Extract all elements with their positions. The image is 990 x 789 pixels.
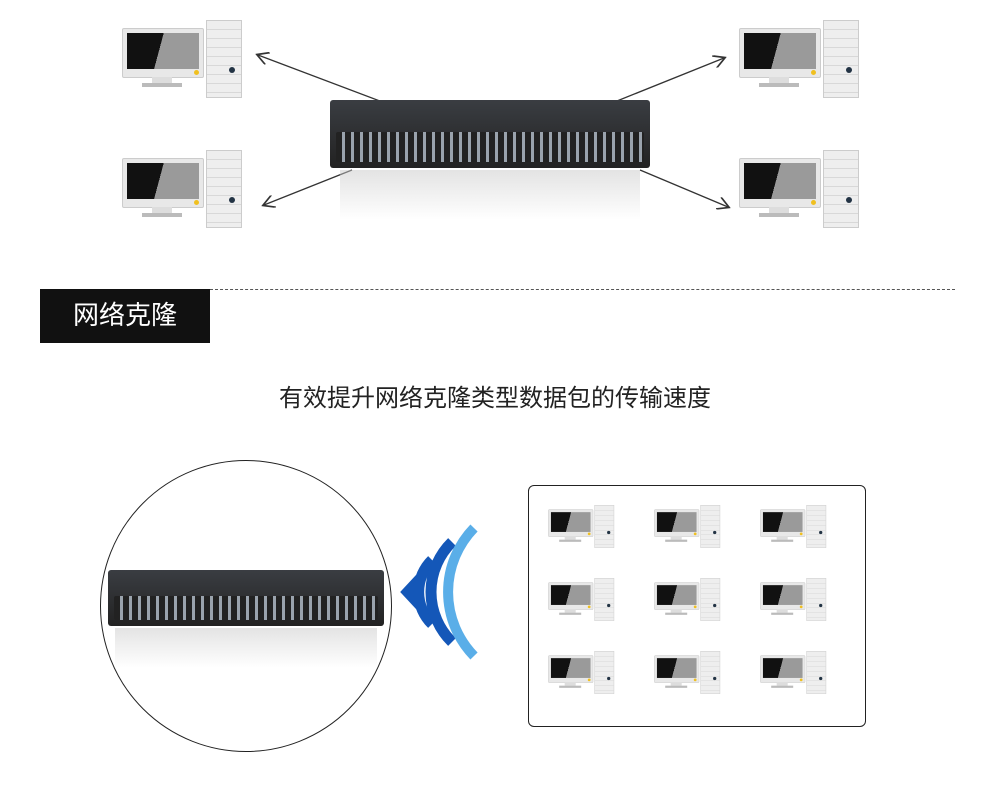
wifi-arc-4 <box>443 524 478 660</box>
computer-icon <box>758 651 827 694</box>
computer-icon <box>546 505 615 548</box>
wifi-arc-4 <box>474 528 499 656</box>
computer-icon <box>735 20 859 98</box>
computer-icon <box>118 20 242 98</box>
computer-icon <box>652 578 721 621</box>
computer-icon <box>652 651 721 694</box>
computer-icon <box>546 651 615 694</box>
arrow-top-left <box>258 55 386 104</box>
computer-icon <box>546 578 615 621</box>
section-label: 网络克隆 <box>40 289 210 343</box>
computer-icon <box>758 505 827 548</box>
arrow-bottom-left <box>264 169 353 205</box>
computer-group-box <box>528 485 866 727</box>
network-switch-circle <box>108 570 384 626</box>
subtitle: 有效提升网络克隆类型数据包的传输速度 <box>279 384 711 412</box>
arrow-bottom-right <box>639 169 728 207</box>
wifi-arc-2 <box>413 556 437 628</box>
computer-icon <box>118 150 242 228</box>
switch-reflection <box>340 170 640 220</box>
arrow-top-right <box>611 58 724 104</box>
wifi-signal-icon <box>400 524 499 660</box>
computer-icon <box>735 150 859 228</box>
computer-icon <box>652 505 721 548</box>
wifi-arc-3 <box>425 538 456 646</box>
computer-icon <box>758 578 827 621</box>
switch-circle <box>100 460 392 752</box>
switch-reflection <box>115 628 377 668</box>
divider-line <box>210 289 955 290</box>
network-switch-top <box>330 100 650 168</box>
